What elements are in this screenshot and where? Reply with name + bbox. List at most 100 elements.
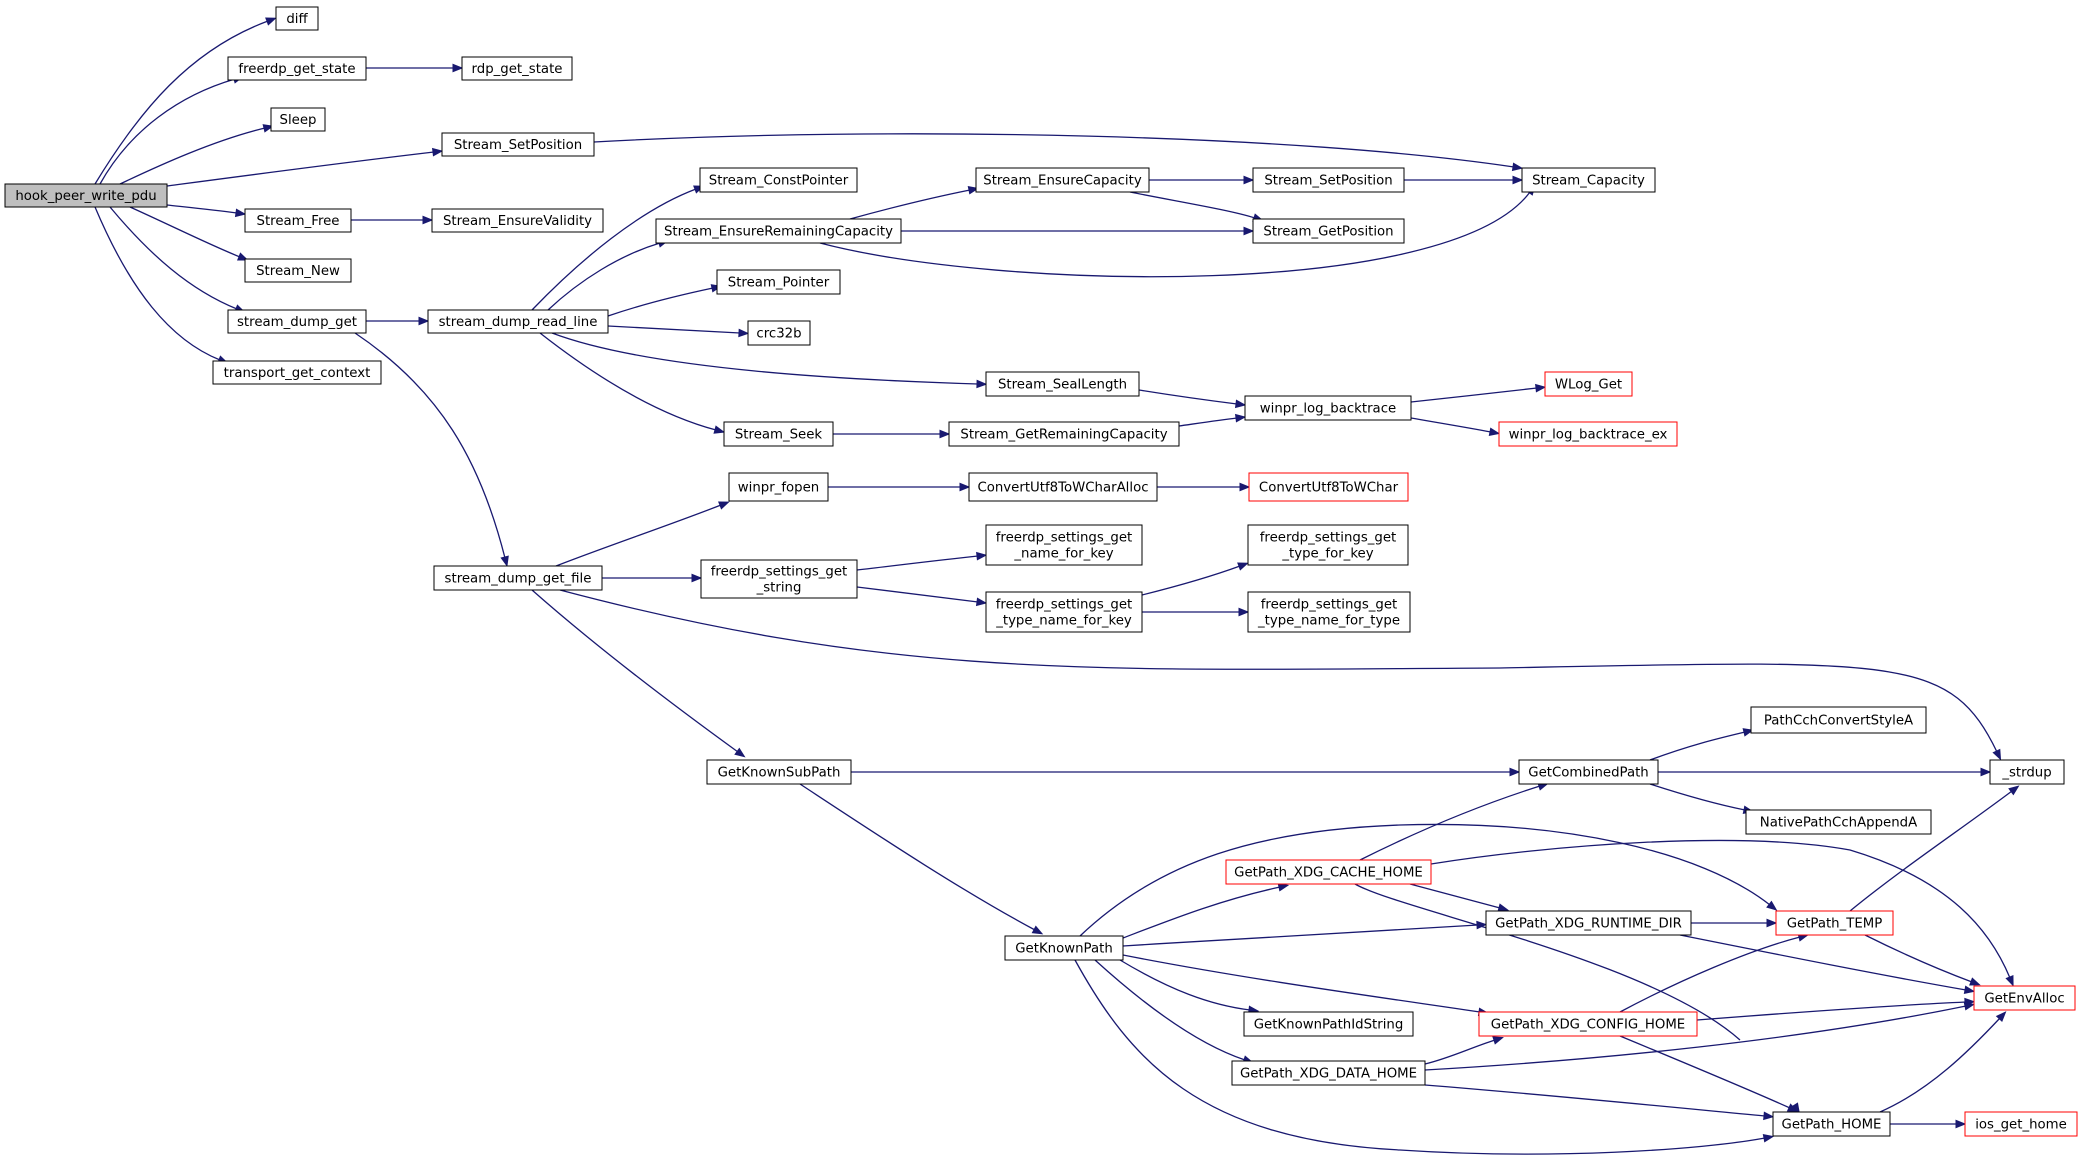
node-crc32b[interactable]: crc32b [747,320,811,346]
node-getpath-xdg-runtime-dir[interactable]: GetPath_XDG_RUNTIME_DIR [1485,910,1692,936]
edge-stream-setposition-1-to-stream-capacity [593,133,1524,172]
node-label: stream_dump_read_line [439,315,598,330]
node-pathcchconvertstylea[interactable]: PathCchConvertStyleA [1750,706,1927,734]
node-stream-seek[interactable]: Stream_Seek [723,421,834,447]
node-stream-seallength[interactable]: Stream_SealLength [985,371,1140,397]
node-label: Stream_GetPosition [1263,225,1393,240]
edge-stream-dump-read-line-to-stream-constpointer [531,185,705,311]
edge-stream-dump-read-line-to-stream-ensureremainingcapacity [547,239,669,311]
node-box [1521,167,1656,193]
edge-stream-ensureremainingcapacity-to-stream-getposition [901,226,1255,236]
node-box [1518,759,1659,785]
node-getpath-xdg-config-home[interactable]: GetPath_XDG_CONFIG_HOME [1478,1011,1698,1037]
node-ios-get-home[interactable]: ios_get_home [1964,1111,2078,1137]
node-getenvalloc[interactable]: GetEnvAlloc [1973,985,2076,1011]
edge-stream-dump-get-to-stream-dump-get-file [354,332,509,568]
node-getknownpathidstring[interactable]: GetKnownPathIdString [1243,1011,1414,1037]
arrowhead [691,573,703,583]
node-stream-getposition[interactable]: Stream_GetPosition [1252,218,1405,244]
node-label: Stream_Free [257,214,340,229]
node-convertutf8towcharalloc[interactable]: ConvertUtf8ToWCharAlloc [968,472,1158,502]
node-box [700,559,858,599]
node-stream-pointer[interactable]: Stream_Pointer [716,269,841,295]
edge-freerdp-settings-get-type-name-for-key-to-freerdp-settings-get-type-name-for-type [1142,607,1250,617]
node-convertutf8towchar[interactable]: ConvertUtf8ToWChar [1248,472,1409,502]
node-transport-get-context[interactable]: transport_get_context [212,360,382,385]
node-stream-ensurecapacity[interactable]: Stream_EnsureCapacity [975,167,1150,193]
node-winpr-fopen[interactable]: winpr_fopen [728,472,829,502]
node-strdup[interactable]: _strdup [1989,759,2065,785]
node-label: winpr_log_backtrace [1260,402,1396,417]
node-getcombinedpath[interactable]: GetCombinedPath [1518,759,1659,785]
node-sleep[interactable]: Sleep [270,107,326,132]
node-rdp-get-state[interactable]: rdp_get_state [461,56,573,81]
node-winpr-log-backtrace[interactable]: winpr_log_backtrace [1244,395,1412,421]
node-winpr-log-backtrace-ex[interactable]: winpr_log_backtrace_ex [1498,421,1678,447]
node-label: diff [286,12,308,27]
node-stream-getremainingcapacity[interactable]: Stream_GetRemainingCapacity [948,421,1180,447]
node-freerdp-settings-get-name-for-key[interactable]: freerdp_settings_get_name_for_key [985,524,1143,566]
node-nativepathcchappenda[interactable]: NativePathCchAppendA [1745,809,1932,835]
node-wlog-get[interactable]: WLog_Get [1544,371,1633,397]
node-label: _name_for_key [1013,547,1113,562]
edge-getknownsubpath-to-getcombinedpath [851,767,1521,777]
arrowhead [959,482,971,492]
arrowhead [734,747,746,758]
node-hook-peer-write-pdu[interactable]: hook_peer_write_pdu [4,183,168,208]
node-freerdp-settings-get-type-name-for-type[interactable]: freerdp_settings_get_type_name_for_type [1247,591,1411,633]
edge-stream-seallength-to-winpr-log-backtrace [1138,389,1247,409]
node-getknownsubpath[interactable]: GetKnownSubPath [706,759,852,785]
node-box [1252,218,1405,244]
edge-stream-setposition-2-to-stream-capacity [1404,175,1524,185]
edge-freerdp-settings-get-string-to-freerdp-settings-get-type-name-for-key [856,586,988,607]
edge-getpath-xdg-config-home-to-getpath-home [1619,1035,1799,1112]
edge-hook-peer-write-pdu-to-transport-get-context [94,206,229,364]
node-label: freerdp_settings_get [711,565,848,580]
node-stream-free[interactable]: Stream_Free [244,208,352,233]
node-stream-capacity[interactable]: Stream_Capacity [1521,167,1656,193]
edge-getknownpath-to-getknownpathidstring [1119,959,1260,1015]
arrowhead [1766,918,1778,928]
node-stream-dump-get[interactable]: stream_dump_get [227,309,367,334]
node-freerdp-get-state[interactable]: freerdp_get_state [227,56,367,81]
node-stream-dump-read-line[interactable]: stream_dump_read_line [427,309,609,334]
node-getpath-temp[interactable]: GetPath_TEMP [1775,910,1894,936]
node-getpath-home[interactable]: GetPath_HOME [1772,1111,1891,1137]
node-box [985,524,1143,566]
node-box [1775,910,1894,936]
node-freerdp-settings-get-string[interactable]: freerdp_settings_get_string [700,559,858,599]
node-getpath-xdg-cache-home[interactable]: GetPath_XDG_CACHE_HOME [1225,859,1432,885]
node-label: Stream_EnsureCapacity [983,174,1142,189]
edge-hook-peer-write-pdu-to-diff [94,17,277,185]
node-label: Stream_GetRemainingCapacity [960,428,1167,443]
node-getknownpath[interactable]: GetKnownPath [1004,935,1124,961]
node-stream-setposition-1[interactable]: Stream_SetPosition [441,132,595,157]
node-stream-setposition-2[interactable]: Stream_SetPosition [1252,167,1405,193]
node-label: winpr_log_backtrace_ex [1509,428,1668,443]
node-label: freerdp_settings_get [1260,531,1397,546]
node-diff[interactable]: diff [275,6,319,31]
node-freerdp-settings-get-type-for-key[interactable]: freerdp_settings_get_type_for_key [1247,524,1409,566]
node-label: GetPath_XDG_DATA_HOME [1240,1067,1417,1082]
node-stream-ensureremainingcapacity[interactable]: Stream_EnsureRemainingCapacity [655,218,902,244]
node-label: WLog_Get [1555,378,1622,393]
node-label: NativePathCchAppendA [1760,816,1917,831]
node-box [699,167,858,193]
arrowhead [422,215,434,225]
node-stream-constpointer[interactable]: Stream_ConstPointer [699,167,858,193]
node-stream-ensurevalidity[interactable]: Stream_EnsureValidity [431,208,604,233]
arrowhead [452,63,464,73]
node-stream-dump-get-file[interactable]: stream_dump_get_file [433,565,603,591]
arrowhead [1511,162,1524,172]
node-box [1004,935,1124,961]
node-box [270,107,326,132]
node-stream-new[interactable]: Stream_New [244,258,352,283]
node-getpath-xdg-data-home[interactable]: GetPath_XDG_DATA_HOME [1231,1060,1426,1086]
arrowhead [713,425,726,434]
node-box [1243,1011,1414,1037]
arrowhead [1031,925,1044,935]
node-freerdp-settings-get-type-name-for-key[interactable]: freerdp_settings_get_type_name_for_key [985,591,1143,633]
edge-stream-ensurecapacity-to-stream-setposition-2 [1149,175,1255,185]
arrowhead [262,124,275,133]
